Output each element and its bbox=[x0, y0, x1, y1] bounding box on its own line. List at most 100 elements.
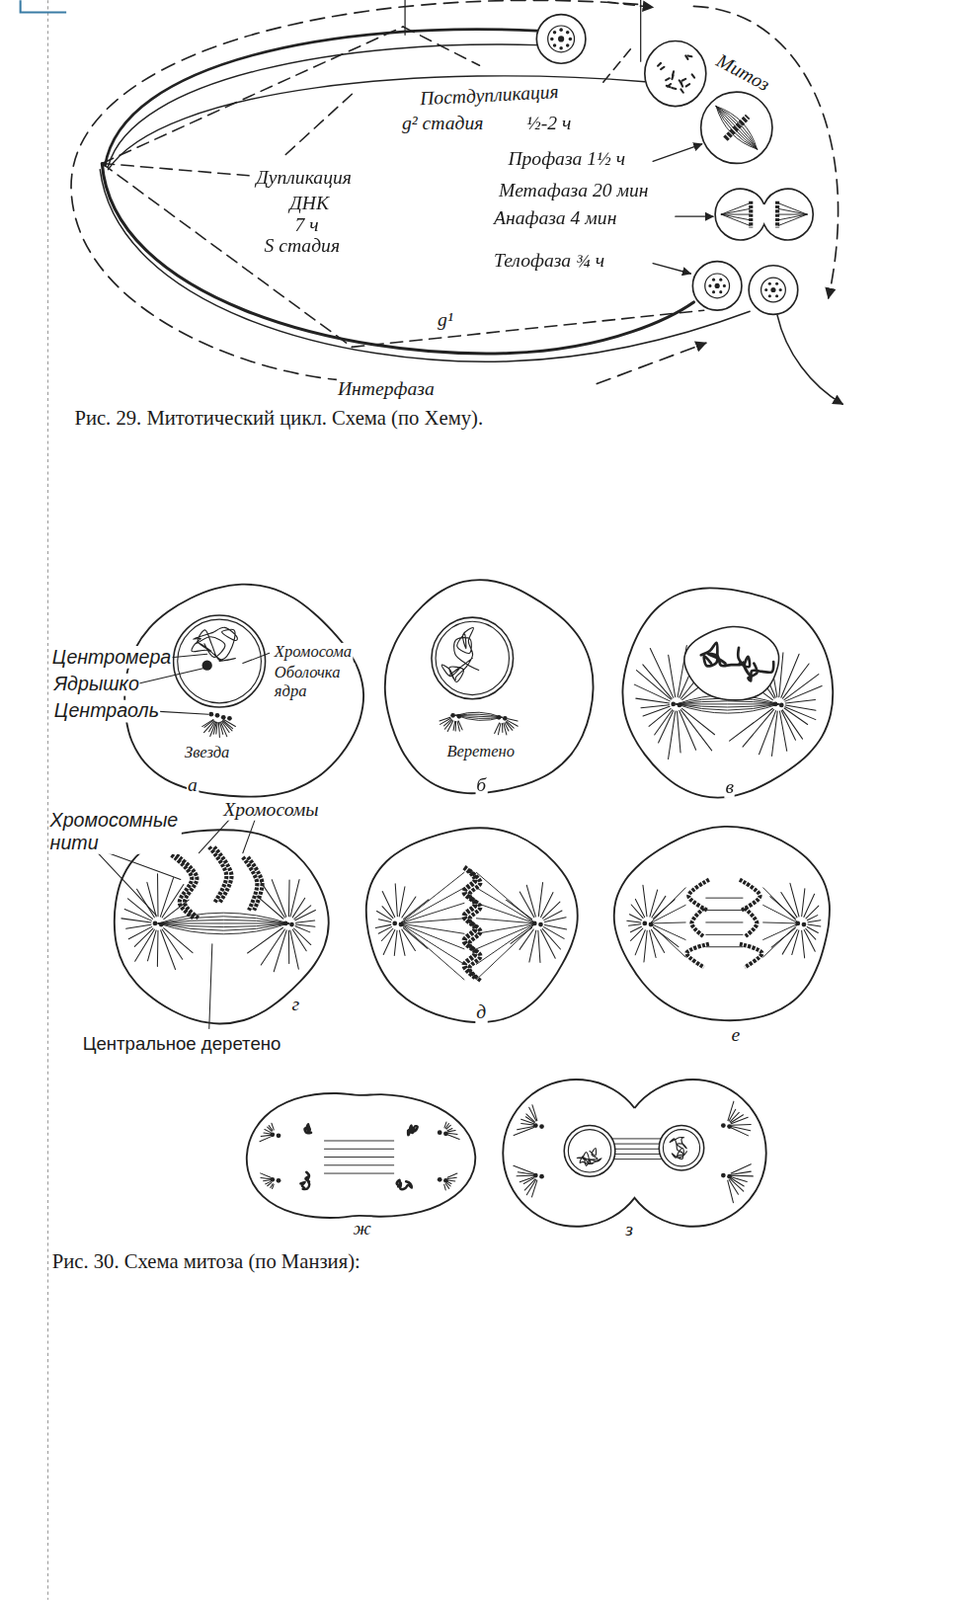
dot bbox=[443, 1178, 449, 1184]
dot bbox=[399, 922, 404, 928]
circle bbox=[761, 277, 787, 303]
line bbox=[671, 75, 673, 80]
line bbox=[375, 924, 391, 928]
phase-label: Постдупликация bbox=[417, 80, 560, 110]
line bbox=[778, 203, 807, 215]
line bbox=[99, 169, 750, 363]
line bbox=[128, 926, 152, 939]
corner-mark bbox=[20, 0, 67, 12]
chromatin bbox=[441, 628, 479, 683]
dot bbox=[276, 1132, 282, 1138]
line bbox=[634, 684, 670, 702]
line bbox=[323, 1164, 394, 1166]
line bbox=[403, 0, 405, 35]
line bbox=[649, 923, 686, 941]
line bbox=[96, 852, 157, 916]
dot bbox=[726, 1174, 732, 1180]
dot bbox=[450, 713, 456, 719]
line bbox=[447, 1130, 456, 1132]
line bbox=[101, 162, 249, 175]
circle bbox=[701, 91, 773, 163]
line bbox=[782, 929, 798, 955]
phase-label: S стадия bbox=[262, 235, 341, 258]
phase-label: Профаза 1½ ч bbox=[506, 148, 627, 171]
line bbox=[295, 910, 317, 921]
circle bbox=[536, 14, 586, 65]
line bbox=[775, 201, 780, 229]
line bbox=[784, 674, 819, 701]
line bbox=[218, 721, 221, 737]
line bbox=[351, 310, 704, 347]
cell-outline bbox=[614, 826, 830, 1021]
line bbox=[660, 67, 664, 70]
line bbox=[378, 919, 391, 923]
chromosome bbox=[686, 944, 710, 968]
line bbox=[716, 106, 757, 150]
line bbox=[476, 923, 536, 980]
line bbox=[650, 929, 664, 953]
line bbox=[399, 930, 405, 956]
cell-outline bbox=[502, 1079, 766, 1227]
dot bbox=[648, 922, 654, 928]
margin-line bbox=[47, 0, 49, 1600]
line bbox=[444, 1184, 447, 1191]
phase-label: Дупликация bbox=[254, 165, 353, 189]
line bbox=[730, 1127, 748, 1136]
dot bbox=[773, 702, 779, 708]
dot bbox=[221, 715, 227, 720]
dot bbox=[722, 284, 726, 288]
line bbox=[763, 887, 800, 924]
phase-label: g¹ bbox=[436, 308, 455, 331]
chromatin bbox=[669, 1137, 687, 1160]
circle bbox=[435, 621, 509, 695]
line bbox=[400, 872, 465, 924]
line bbox=[503, 722, 507, 735]
circle bbox=[173, 615, 266, 708]
dot bbox=[496, 715, 502, 720]
dot bbox=[770, 287, 776, 293]
dot bbox=[719, 278, 722, 282]
line bbox=[693, 5, 838, 298]
dot bbox=[533, 1173, 539, 1179]
line bbox=[805, 928, 816, 940]
line bbox=[271, 880, 287, 918]
part-label: Центральное деретено bbox=[81, 1034, 283, 1055]
dot bbox=[775, 294, 779, 298]
line bbox=[529, 930, 537, 962]
dot bbox=[712, 278, 716, 282]
chromatin bbox=[191, 627, 238, 661]
dot bbox=[437, 1129, 443, 1135]
chromosome bbox=[214, 847, 233, 904]
line bbox=[198, 819, 230, 854]
figure-caption: Рис. 29. Митотический цикл. Схема (по Хе… bbox=[73, 405, 484, 430]
line bbox=[447, 1179, 455, 1182]
line bbox=[779, 652, 784, 698]
dot bbox=[719, 290, 722, 294]
dot bbox=[202, 659, 213, 670]
dot bbox=[708, 284, 712, 288]
line bbox=[779, 711, 787, 751]
line bbox=[748, 201, 753, 229]
line bbox=[682, 79, 687, 81]
line bbox=[785, 707, 816, 720]
line bbox=[807, 924, 821, 927]
line bbox=[635, 930, 645, 956]
part-label: Хромосомы bbox=[222, 798, 320, 821]
figure-caption: Рис. 30. Схема митоза (по Манзия): bbox=[51, 1250, 362, 1275]
line bbox=[724, 116, 748, 140]
line bbox=[383, 930, 396, 956]
dot bbox=[538, 922, 544, 928]
line bbox=[155, 711, 209, 715]
line bbox=[288, 880, 291, 917]
line bbox=[803, 929, 815, 952]
line bbox=[476, 923, 536, 964]
circle bbox=[748, 265, 799, 316]
line bbox=[785, 685, 822, 702]
line bbox=[538, 930, 541, 962]
circle bbox=[563, 1125, 616, 1178]
line bbox=[649, 922, 686, 924]
line bbox=[519, 1177, 534, 1183]
line bbox=[642, 664, 672, 700]
line bbox=[271, 1122, 274, 1130]
line bbox=[158, 919, 289, 924]
